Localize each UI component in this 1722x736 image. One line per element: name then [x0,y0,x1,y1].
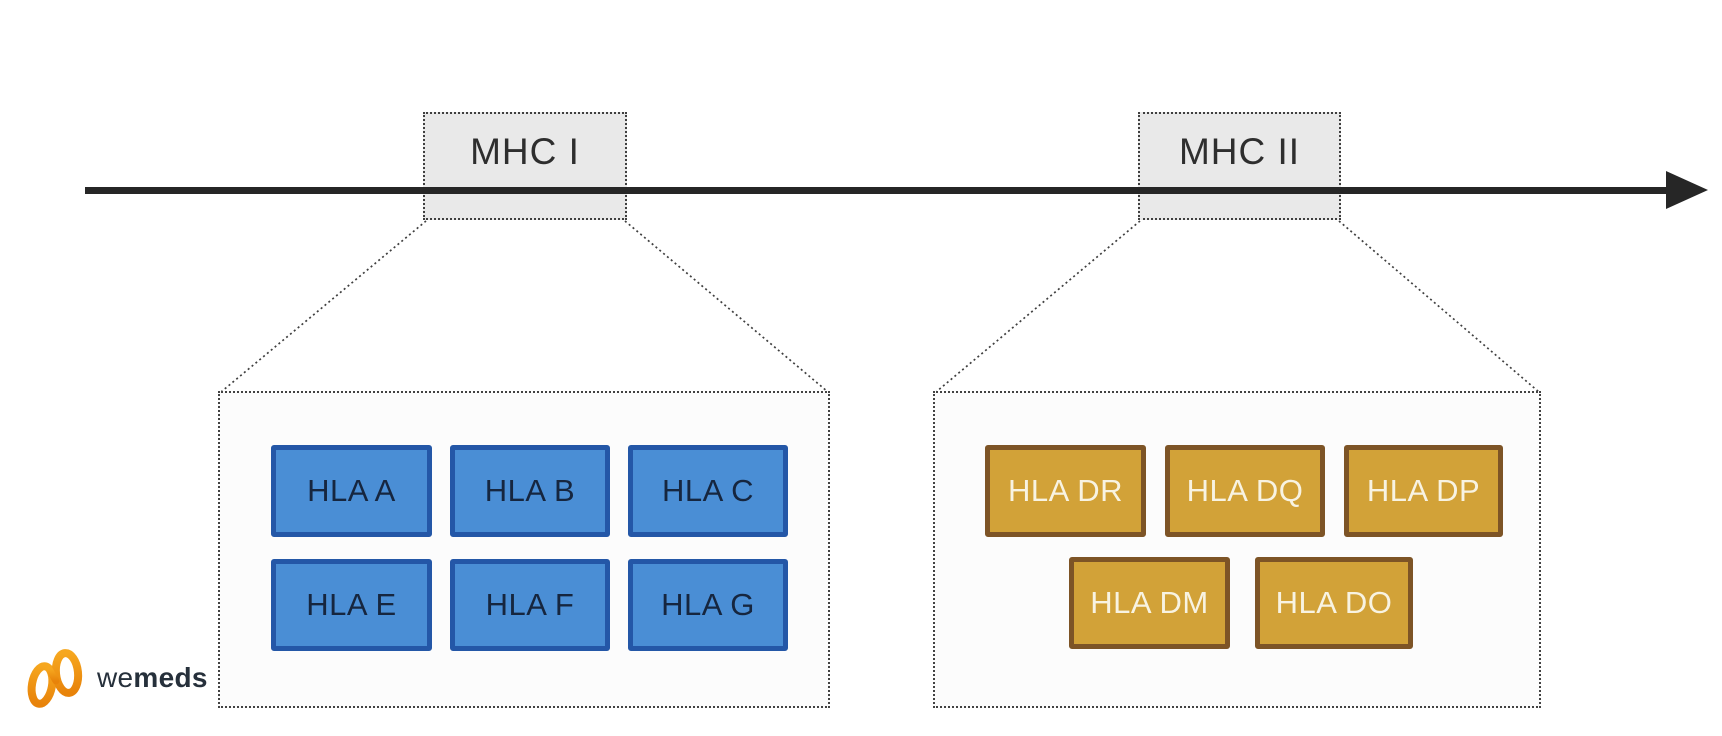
wemeds-wordmark-suffix: meds [133,662,208,693]
wemeds-wordmark: wemeds [97,662,208,694]
gene-box-hla-c: HLA C [628,445,788,537]
connector-line [1338,220,1540,393]
mhc2-label: MHC II [1178,131,1301,172]
chromosome-line [85,187,1677,194]
connector-line [935,220,1141,393]
gene-box-hla-b: HLA B [450,445,610,537]
wemeds-logo: wemeds [25,645,208,711]
mhc2-gene-region: HLA DR HLA DQ HLA DP HLA DM HLA DO [933,391,1541,708]
gene-box-hla-g: HLA G [628,559,788,651]
wemeds-wordmark-prefix: we [97,662,134,693]
gene-box-hla-e: HLA E [271,559,432,651]
gene-box-hla-a: HLA A [271,445,432,537]
mhc1-label: MHC I [470,131,580,172]
connector-line [624,220,829,393]
mhc1-locus-box: MHC I [423,112,627,220]
connector-line [220,220,427,393]
gene-box-hla-dm: HLA DM [1069,557,1230,649]
gene-box-hla-do: HLA DO [1255,557,1413,649]
gene-box-hla-f: HLA F [450,559,610,651]
gene-box-hla-dp: HLA DP [1344,445,1503,537]
arrowhead-right-icon [1666,171,1708,209]
gene-box-hla-dr: HLA DR [985,445,1146,537]
mhc2-locus-box: MHC II [1138,112,1341,220]
gene-box-hla-dq: HLA DQ [1165,445,1325,537]
wemeds-w-mark-icon [27,649,83,708]
mhc1-gene-region: HLA A HLA B HLA C HLA E HLA F HLA G [218,391,830,708]
